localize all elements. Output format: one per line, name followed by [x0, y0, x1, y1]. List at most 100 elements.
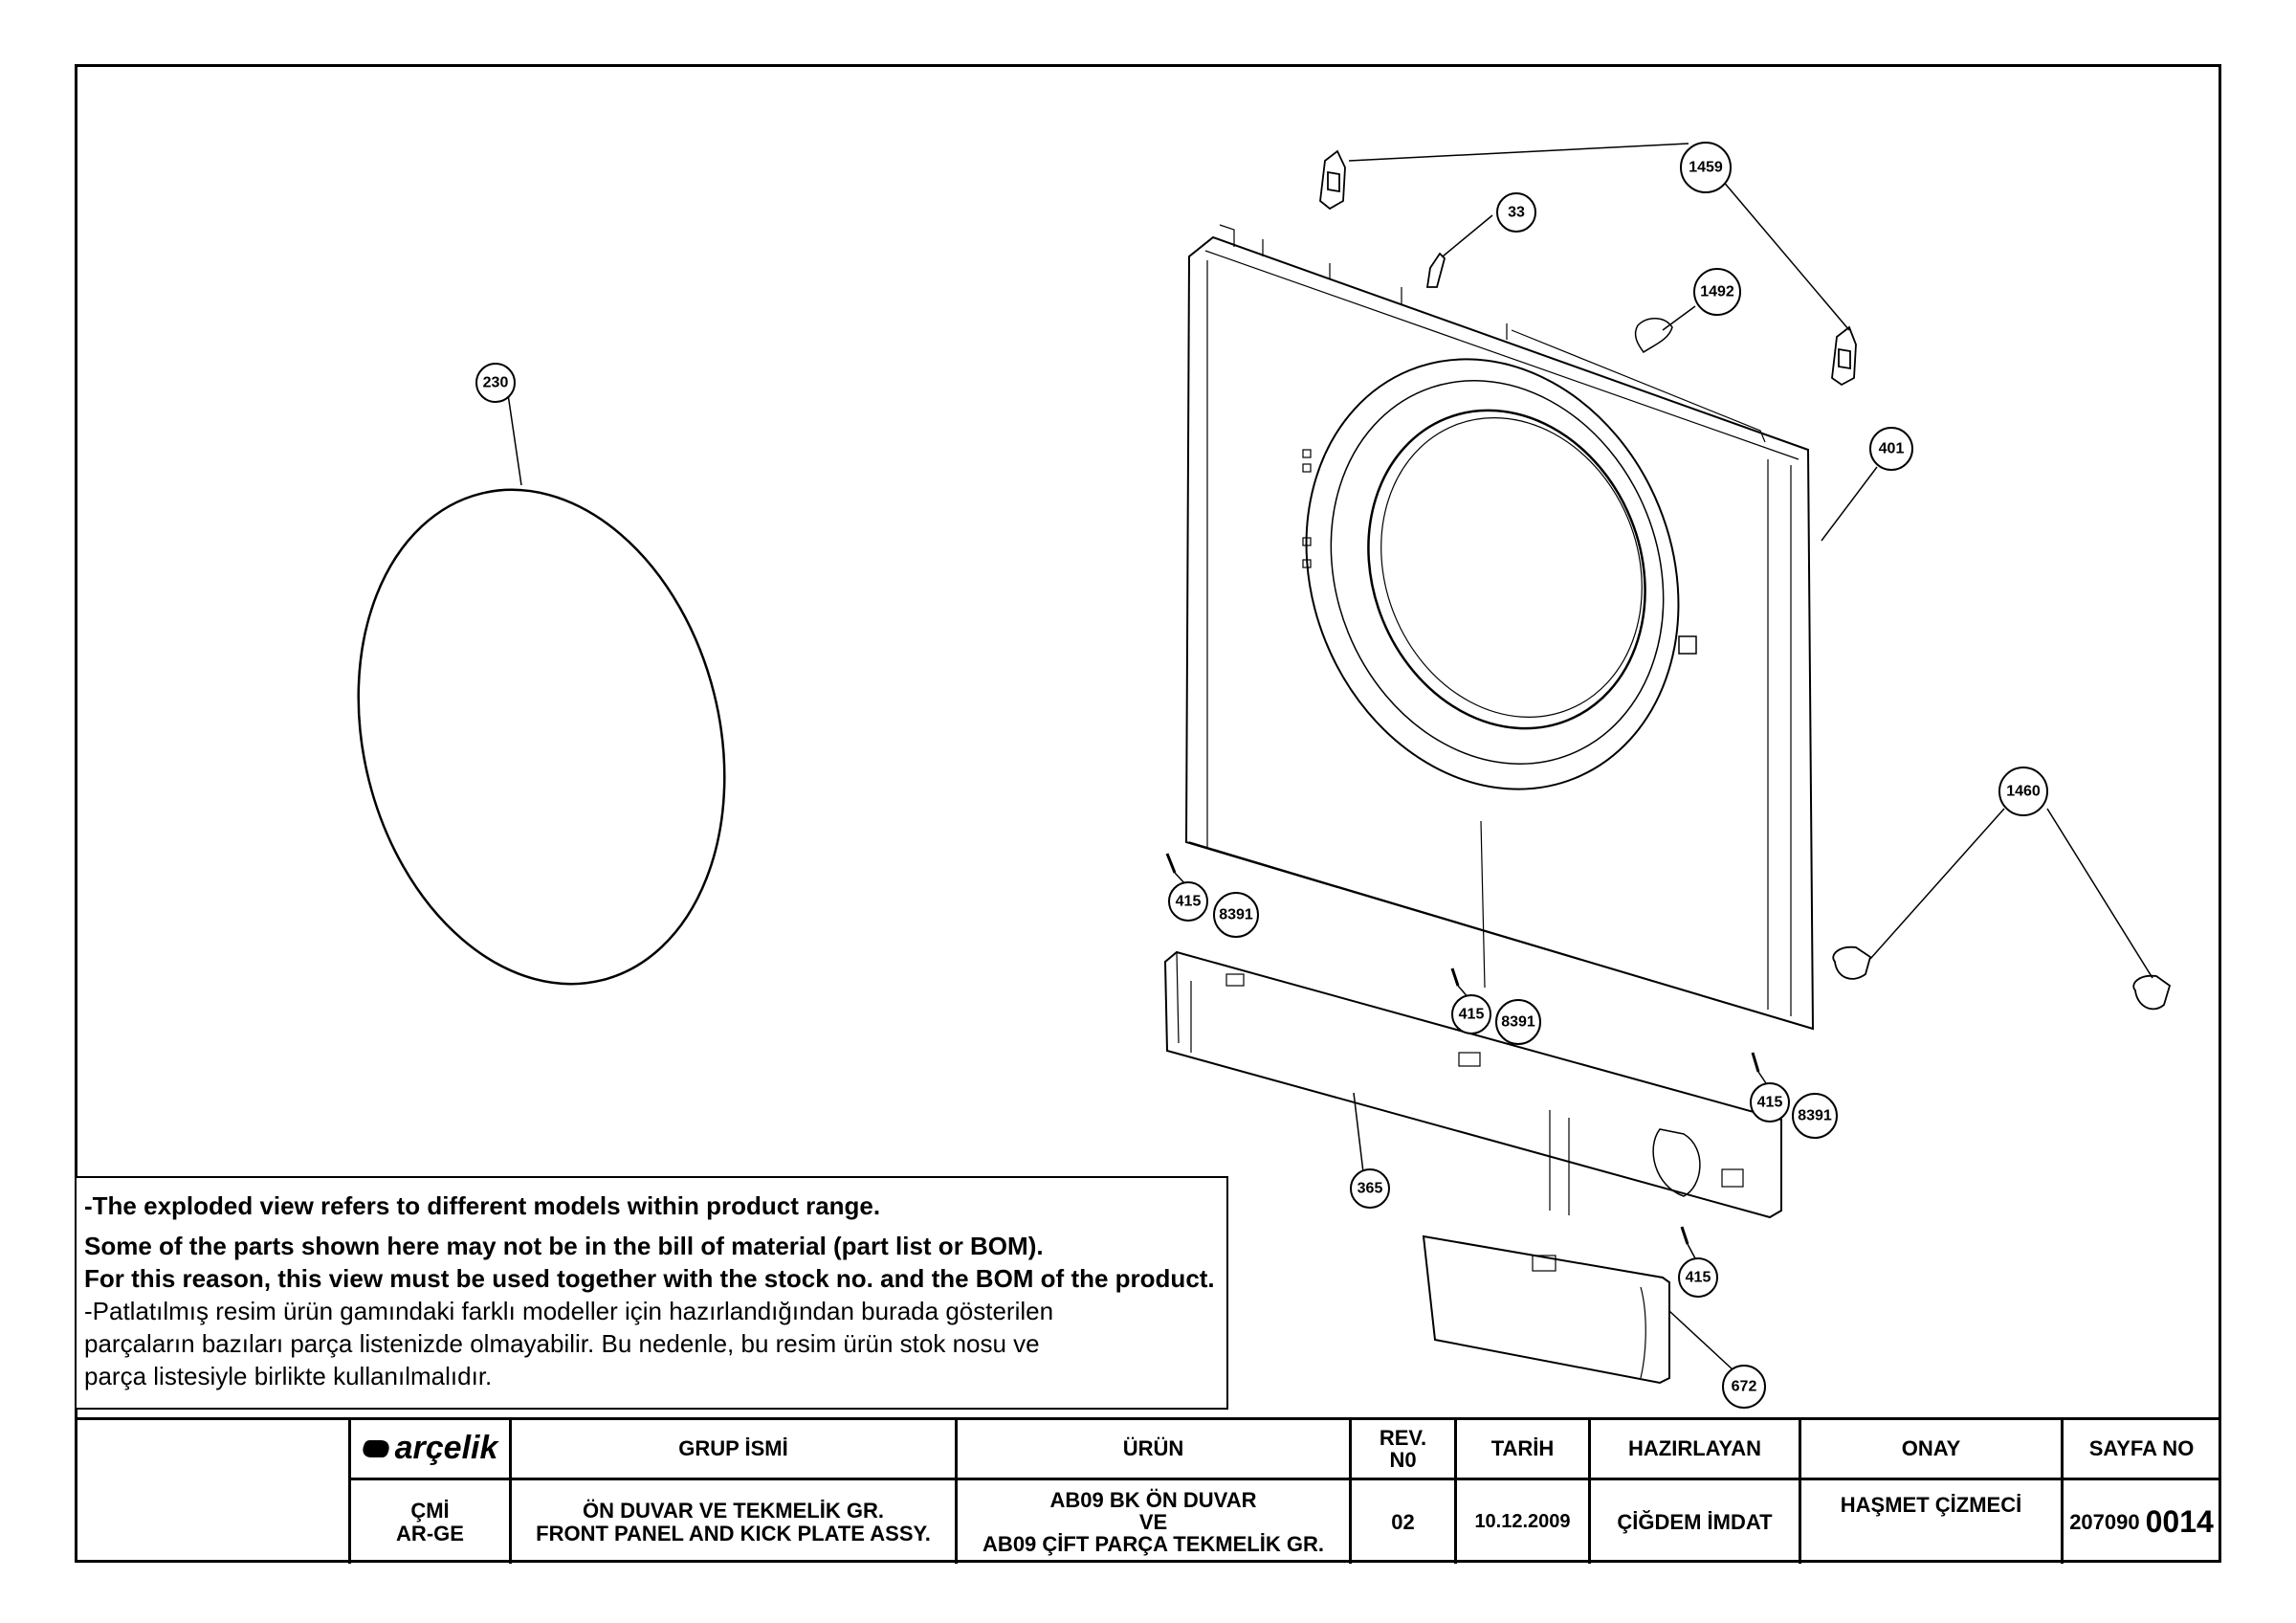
product-line-1: AB09 BK ÖN DUVAR: [1049, 1487, 1257, 1512]
callout-circle: [1350, 1168, 1390, 1209]
callout-8391: 8391: [1495, 999, 1541, 1045]
callout-circle: [1869, 427, 1913, 471]
callout-label: 401: [1879, 441, 1905, 457]
callout-1492: 1492: [1693, 268, 1741, 316]
disclaimer-note: -The exploded view refers to different m…: [77, 1176, 1228, 1410]
callout-415: 415: [1168, 881, 1208, 922]
leader-1459-a: [1348, 143, 1689, 162]
part-672: [1422, 1234, 1670, 1385]
prepared-value: ÇİĞDEM İMDAT: [1588, 1480, 1799, 1564]
callout-415: 415: [1750, 1082, 1790, 1123]
callout-label: 8391: [1219, 907, 1253, 923]
dept-line-1: ÇMİ: [410, 1499, 450, 1523]
part-1459-hinges: [1319, 149, 1857, 387]
dept-line-2: AR-GE: [396, 1521, 464, 1545]
note-line-3: For this reason, this view must be used …: [84, 1264, 1215, 1293]
note-line-6: parça listesiyle birlikte kullanılmalıdı…: [84, 1362, 493, 1390]
part-365-kick-plate: [1163, 950, 1782, 1219]
callout-8391: 8391: [1792, 1093, 1838, 1139]
leader-1460-a: [1869, 808, 2005, 960]
callout-415: 415: [1451, 994, 1491, 1034]
leader-33: [1442, 214, 1493, 257]
part-1460-feet: [1832, 945, 2172, 1011]
note-line-2: Some of the parts shown here may not be …: [84, 1232, 1044, 1260]
callout-415: 415: [1678, 1257, 1718, 1298]
callout-label: 1459: [1689, 160, 1723, 176]
callout-230: 230: [475, 363, 516, 403]
group-name-cell: ÖN DUVAR VE TEKMELİK GR. FRONT PANEL AND…: [509, 1480, 955, 1564]
note-line-1: -The exploded view refers to different m…: [84, 1191, 881, 1220]
leader-1460-b: [2046, 808, 2153, 979]
callout-label: 365: [1358, 1181, 1383, 1197]
header-rev: REV. N0: [1349, 1420, 1454, 1478]
callout-circle: [1495, 999, 1541, 1045]
callout-label: 415: [1176, 894, 1202, 910]
callout-8391: 8391: [1213, 892, 1259, 938]
group-name-tr: ÖN DUVAR VE TEKMELİK GR.: [583, 1499, 884, 1523]
leader-415-d: [1687, 1243, 1696, 1259]
dept-cell: ÇMİ AR-GE: [348, 1480, 509, 1564]
header-group: GRUP İSMİ: [509, 1420, 955, 1478]
callout-label: 8391: [1501, 1014, 1535, 1031]
callout-circle: [1496, 192, 1536, 233]
callout-1459: 1459: [1680, 142, 1732, 193]
callout-circle: [475, 363, 516, 403]
callout-circle: [1213, 892, 1259, 938]
group-name-en: FRONT PANEL AND KICK PLATE ASSY.: [536, 1521, 931, 1545]
callout-circle: [1680, 142, 1732, 193]
note-line-4: -Patlatılmış resim ürün gamındaki farklı…: [84, 1297, 1054, 1325]
title-block-divider: [348, 1478, 2219, 1480]
callout-circle: [1451, 994, 1491, 1034]
header-prepared: HAZIRLAYAN: [1588, 1420, 1799, 1478]
callout-circle: [1678, 1257, 1718, 1298]
leader-401: [1821, 466, 1878, 542]
leader-1492: [1662, 305, 1696, 331]
header-page: SAYFA NO: [2061, 1420, 2219, 1478]
callout-circle: [1722, 1365, 1766, 1409]
callout-label: 415: [1459, 1007, 1485, 1023]
page-number: 0014: [2145, 1503, 2214, 1539]
arcelik-logo: arçelik: [359, 1431, 497, 1466]
product-line-3: AB09 ÇİFT PARÇA TEKMELİK GR.: [982, 1532, 1324, 1557]
header-product: ÜRÜN: [955, 1420, 1349, 1478]
header-approval: ONAY: [1799, 1420, 2061, 1478]
logo-cell: arçelik: [348, 1420, 509, 1478]
leader-230: [507, 393, 522, 486]
part-1492: [1634, 318, 1673, 354]
leader-1459-b: [1721, 179, 1850, 331]
rev-value: 02: [1349, 1480, 1454, 1564]
callout-label: 1492: [1700, 284, 1734, 300]
callout-label: 8391: [1798, 1108, 1832, 1124]
callout-label: 1460: [2006, 784, 2041, 800]
page-number-cell: 207090 0014: [2061, 1480, 2219, 1564]
page-number-prefix: 207090: [2069, 1509, 2140, 1534]
callout-label: 415: [1757, 1095, 1783, 1111]
part-33: [1425, 252, 1446, 288]
note-line-5: parçaların bazıları parça listenizde olm…: [84, 1329, 1040, 1358]
date-value: 10.12.2009: [1454, 1480, 1588, 1564]
leader-672: [1668, 1310, 1734, 1371]
callout-401: 401: [1869, 427, 1913, 471]
part-screws: [1165, 853, 1760, 1245]
callout-label: 672: [1732, 1379, 1757, 1395]
header-date: TARİH: [1454, 1420, 1588, 1478]
drawing-frame: [75, 64, 2221, 1563]
approval-value: HAŞMET ÇİZMECİ: [1799, 1480, 2061, 1564]
callout-circle: [1693, 268, 1741, 316]
callout-circle: [1792, 1093, 1838, 1139]
callout-circle: [1168, 881, 1208, 922]
callout-label: 415: [1686, 1270, 1711, 1286]
callout-label: 230: [483, 375, 509, 391]
part-230-glass: [357, 488, 726, 986]
callout-circle: [1998, 767, 2048, 816]
callout-circle: [1750, 1082, 1790, 1123]
part-401-front-panel: [1184, 224, 1815, 1031]
callout-label: 33: [1508, 205, 1525, 221]
product-cell: AB09 BK ÖN DUVAR VE AB09 ÇİFT PARÇA TEKM…: [955, 1480, 1349, 1564]
callout-33: 33: [1496, 192, 1536, 233]
product-line-2: VE: [1138, 1509, 1168, 1534]
callout-1460: 1460: [1998, 767, 2048, 816]
title-block: arçelik GRUP İSMİ ÜRÜN REV. N0 TARİH HAZ…: [77, 1417, 2219, 1564]
callout-365: 365: [1350, 1168, 1390, 1209]
